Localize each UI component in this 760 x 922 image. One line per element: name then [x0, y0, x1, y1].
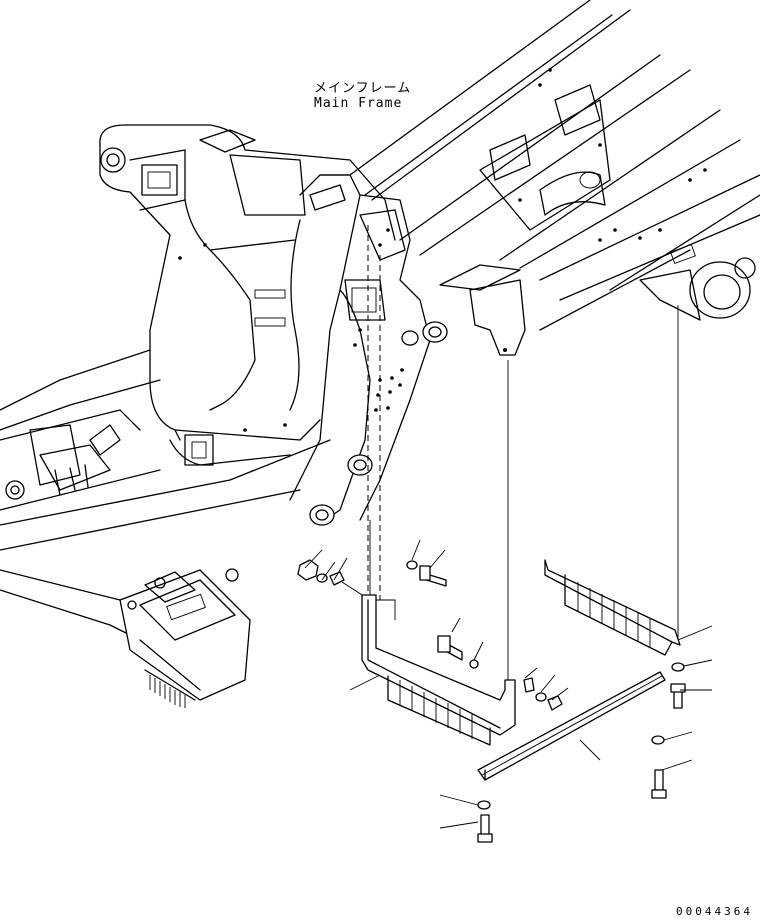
assembly-guide-lines: [341, 225, 679, 680]
leader-lines: [304, 539, 713, 829]
main-frame-label-en: Main Frame: [314, 96, 403, 111]
fasteners: [297, 559, 686, 843]
drawing-number: 00044364: [676, 905, 753, 918]
left-step-bracket: [361, 594, 516, 746]
center-pillar: [178, 68, 707, 526]
right-skirt-plate: [544, 559, 681, 656]
main-frame-label-jp: メインフレーム: [314, 81, 412, 96]
main-frame-body: [0, 124, 396, 708]
main-frame-rails: [349, 0, 760, 331]
rivet-dots: [178, 68, 707, 432]
long-step-bar: [477, 671, 666, 781]
